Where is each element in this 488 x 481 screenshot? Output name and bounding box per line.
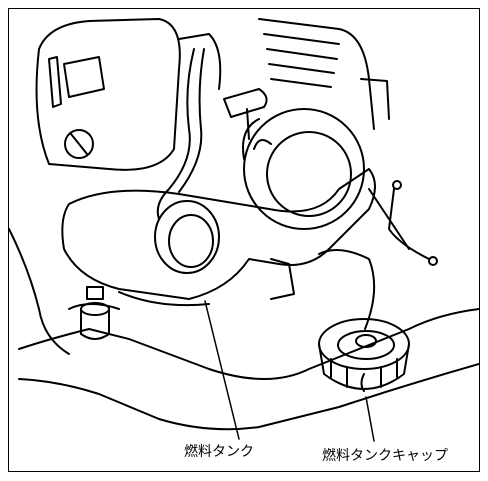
recoil-starter xyxy=(223,88,365,230)
fuel-tank-label: 燃料タンク xyxy=(184,444,254,460)
engine-housing xyxy=(35,18,222,171)
illustration-frame: 燃料タンク 燃料タンクキャップ xyxy=(8,8,480,472)
mounting-bolt xyxy=(80,286,110,340)
fuel-tank-cap-label: 燃料タンクキャップ xyxy=(322,448,448,464)
fuel-tank-cap xyxy=(318,318,410,392)
fuel-hose xyxy=(156,48,205,220)
base-plate xyxy=(9,228,479,431)
engine-illustration xyxy=(9,18,479,442)
cap-tether xyxy=(318,180,438,330)
cylinder-fins xyxy=(258,18,390,130)
fuel-tank xyxy=(61,168,376,307)
leader-lines xyxy=(204,300,375,442)
